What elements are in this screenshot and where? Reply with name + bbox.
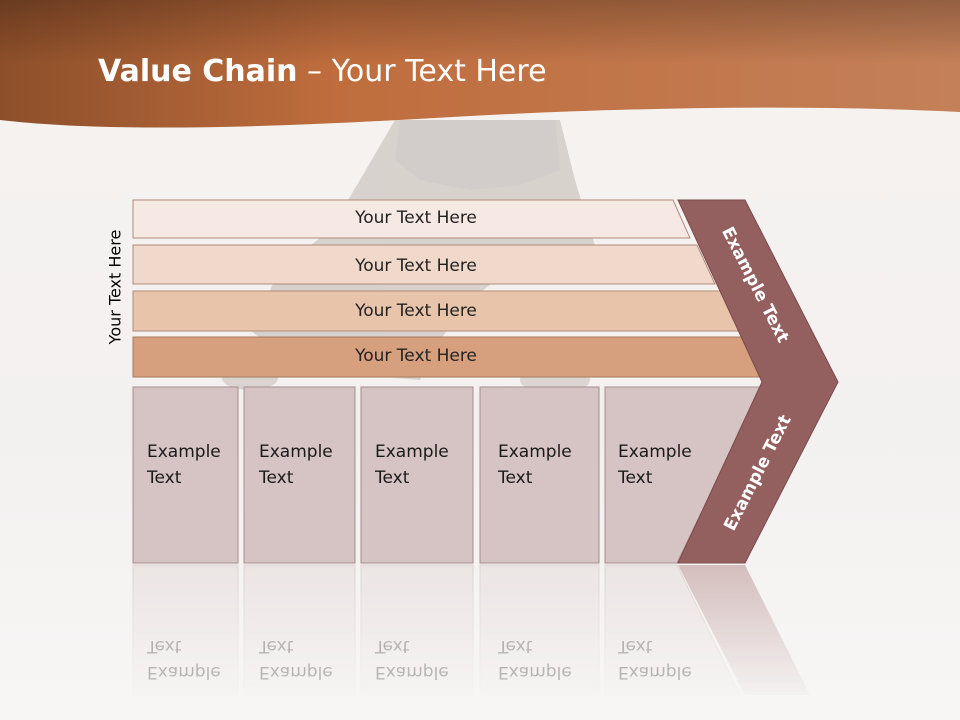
header-band — [0, 0, 960, 128]
cell-2[interactable] — [243, 386, 356, 564]
row-label-1: Your Text Here — [355, 208, 477, 228]
chevron-arrow[interactable] — [677, 199, 839, 564]
row-label-4: Your Text Here — [355, 346, 477, 366]
row-label-2: Your Text Here — [355, 256, 477, 276]
row-bar-2[interactable] — [132, 244, 716, 285]
cell-5[interactable] — [604, 386, 763, 564]
cell-3[interactable] — [360, 386, 474, 564]
reflection — [132, 564, 810, 696]
row-label-3: Your Text Here — [355, 301, 477, 321]
cell-1[interactable] — [132, 386, 239, 564]
page-title: Value Chain – Your Text Here — [98, 54, 547, 89]
cell-4[interactable] — [479, 386, 600, 564]
row-bar-1[interactable] — [132, 199, 691, 239]
